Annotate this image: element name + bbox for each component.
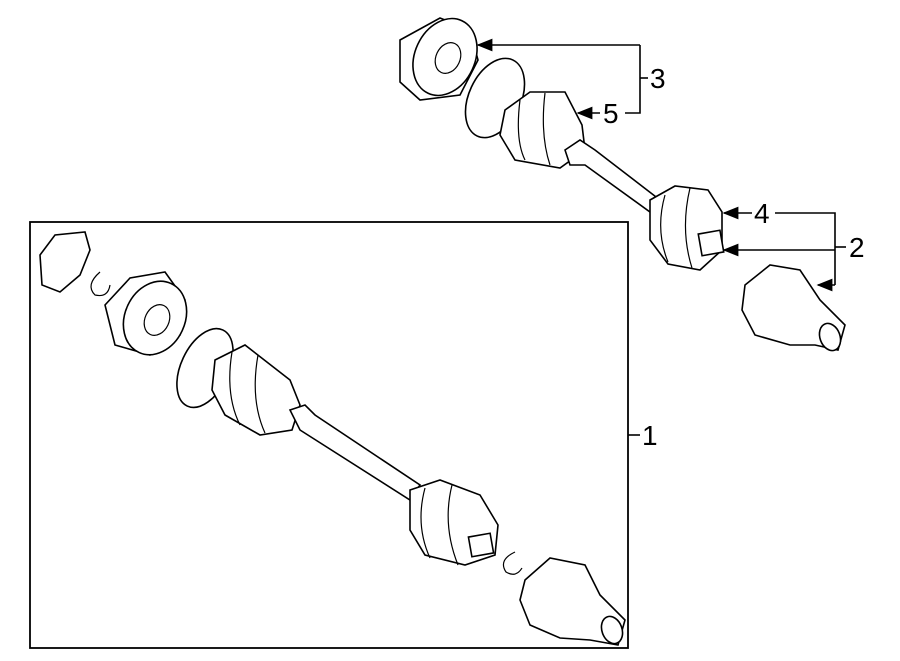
lower-shaft (288, 404, 422, 502)
lower-outer-boot (409, 479, 499, 566)
callout-5: 5 (603, 98, 619, 129)
lower-inner-boot (211, 344, 301, 436)
upper-shaft (564, 139, 662, 214)
callout-2: 2 (849, 232, 865, 263)
callout-1: 1 (642, 420, 658, 451)
callout-3: 3 (650, 63, 666, 94)
lower-snap-ring-1 (90, 271, 111, 297)
lower-inner-joint (104, 271, 188, 356)
lower-snap-ring-2 (502, 551, 523, 575)
upper-outer-boot (649, 185, 725, 271)
callout-4: 4 (754, 198, 770, 229)
upper-inner-joint (399, 17, 479, 101)
lower-outer-cv-joint (519, 557, 626, 646)
callout-leaders (476, 38, 846, 436)
outer-cv-joint (741, 264, 846, 352)
lower-gasket (39, 231, 91, 293)
